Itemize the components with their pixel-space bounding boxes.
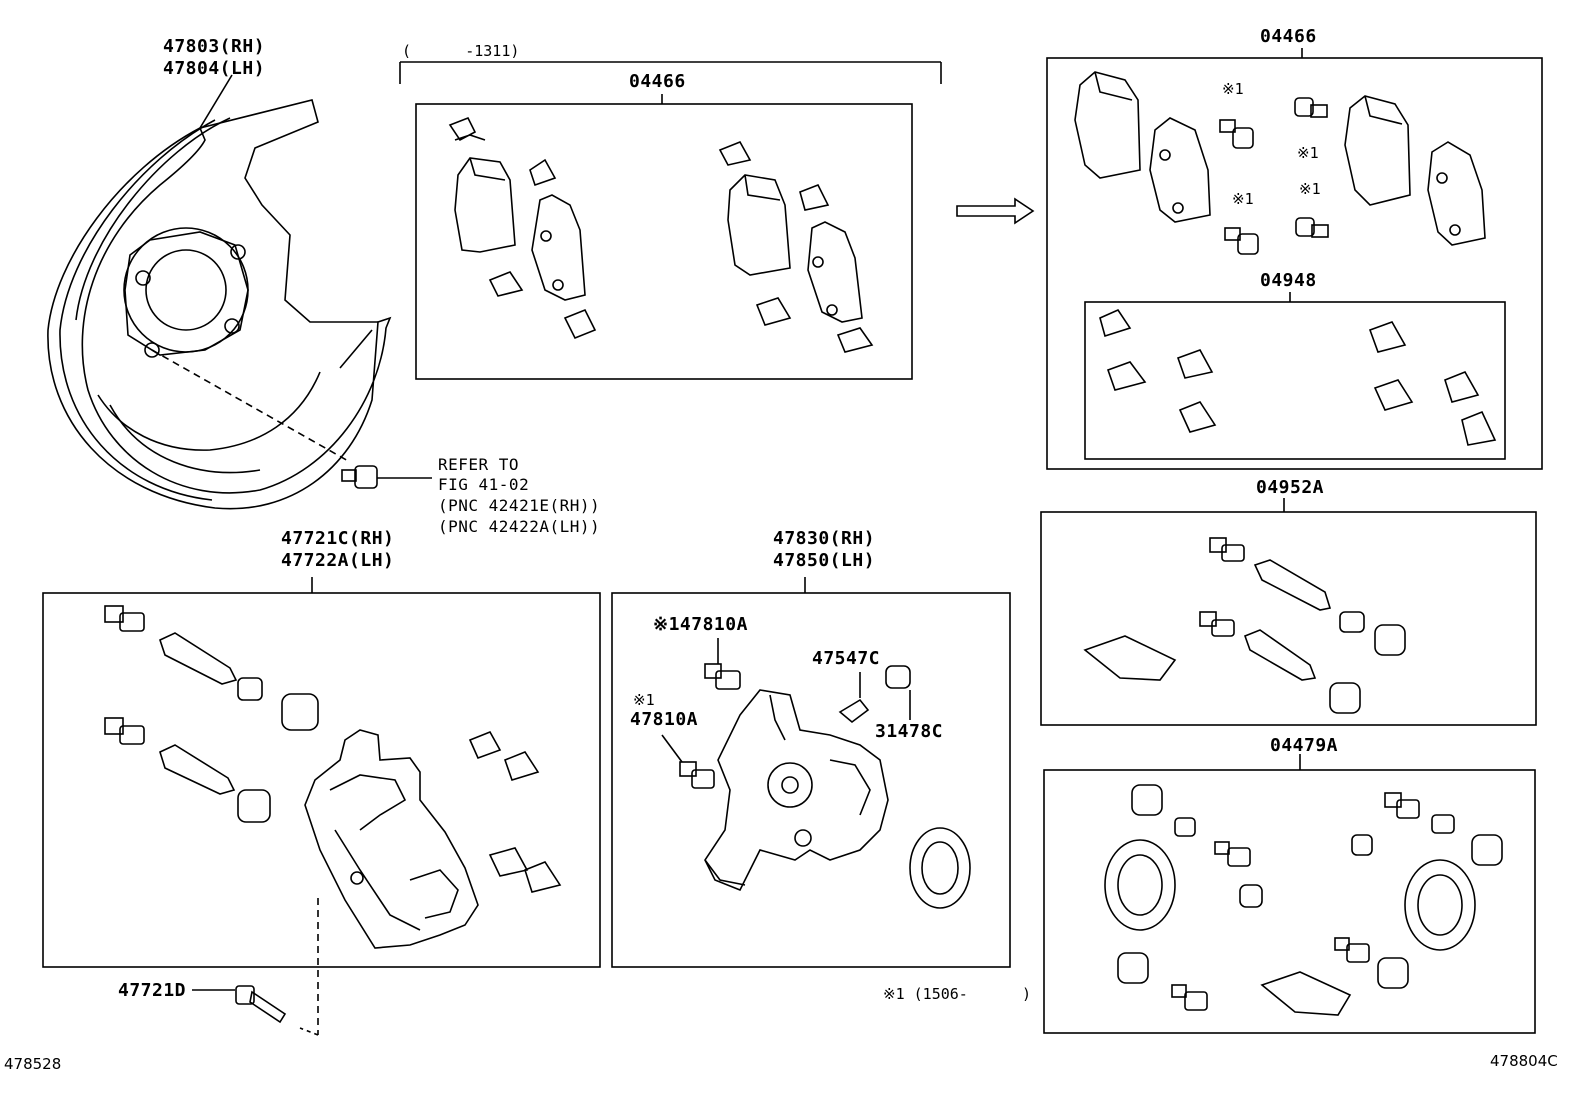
top-kit-date-range: ( -1311) (402, 42, 520, 60)
footnote: ※1 (1506- ) (883, 985, 1032, 1003)
caliper-part-lh: 47850(LH) (773, 550, 876, 571)
bolt-ref-line4: (PNC 42422A(LH)) (438, 517, 601, 536)
dust-shield-drawing (47, 74, 392, 510)
caliper-cap: 31478C (875, 721, 944, 742)
right-kit-pads (1074, 71, 1486, 255)
shield-part-rh: 47803(RH) (163, 36, 266, 57)
mounting-drawing (42, 577, 601, 1036)
mounting-part-rh: 47721C(RH) (281, 528, 395, 549)
caliper-bleeder: 47547C (812, 648, 881, 669)
bolt-ref-line1: REFER TO (438, 455, 520, 474)
caliper-bolt-top: ※147810A (653, 614, 748, 635)
right-kit-frame (1046, 48, 1543, 470)
bolt-ref-line2: FIG 41-02 (438, 475, 530, 494)
mounting-part-lh: 47722A(LH) (281, 550, 395, 571)
top-kit-part: 04466 (629, 71, 686, 92)
mounting-bolt: 47721D (118, 980, 187, 1001)
right-kit-note-4: ※1 (1299, 180, 1321, 198)
right-kit-sub-part: 04948 (1260, 270, 1317, 291)
caliper-bolt-mid: 47810A (630, 709, 699, 730)
right-kit-note-1: ※1 (1222, 80, 1244, 98)
guide-kit-drawing (1040, 498, 1537, 726)
caliper-part-rh: 47830(RH) (773, 528, 876, 549)
right-kit-part: 04466 (1260, 26, 1317, 47)
caliper-drawing (611, 577, 1011, 968)
repair-kit-part: 04479A (1270, 735, 1339, 756)
right-kit-note-2: ※1 (1297, 144, 1319, 162)
shield-bolt-drawing (341, 465, 432, 489)
clip-set-drawing (1099, 308, 1497, 446)
repair-kit-drawing (1043, 754, 1536, 1034)
caliper-bolt-mid-mark: ※1 (633, 691, 655, 709)
figure-number-left: 478528 (4, 1055, 62, 1073)
shield-part-lh: 47804(LH) (163, 58, 266, 79)
arrow-icon (956, 197, 1035, 225)
right-kit-note-3: ※1 (1232, 190, 1254, 208)
guide-kit-part: 04952A (1256, 477, 1325, 498)
top-kit-frame (399, 61, 942, 380)
bolt-ref-line3: (PNC 42421E(RH)) (438, 496, 601, 515)
figure-number-right: 478804C (1490, 1052, 1558, 1070)
top-kit-pads (448, 116, 874, 353)
